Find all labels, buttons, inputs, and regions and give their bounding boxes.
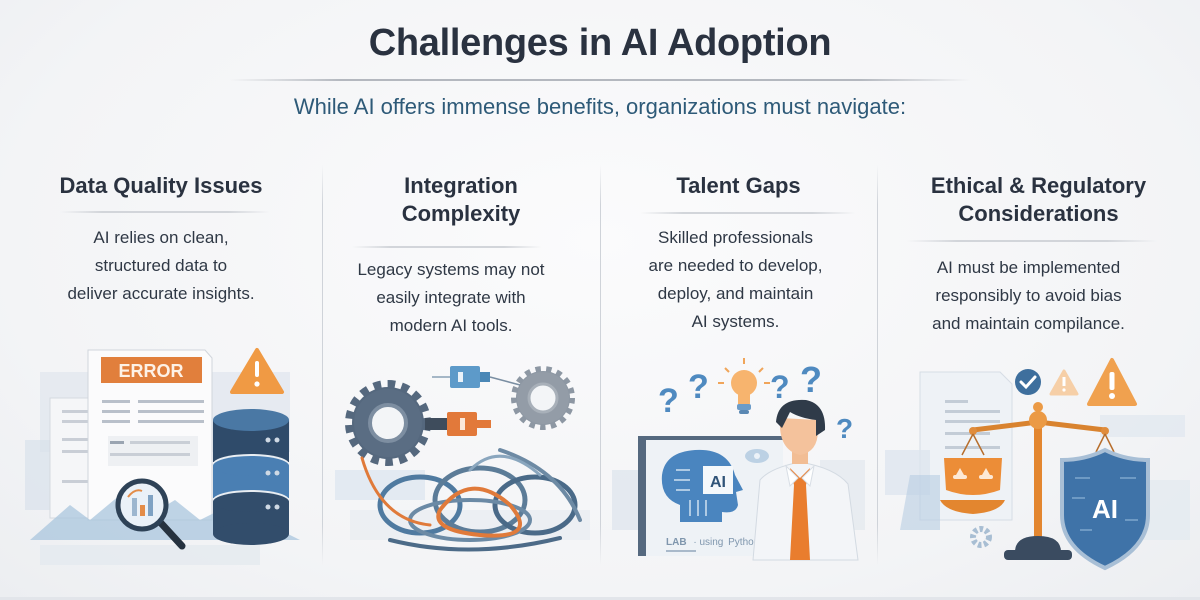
balance-scale-icon (940, 402, 1115, 560)
column-divider (322, 165, 323, 565)
shield-icon: AI (1060, 447, 1150, 571)
tangled-cables-icon (360, 448, 582, 552)
description-line: responsibly to avoid bias (935, 286, 1122, 305)
gear-icon (511, 366, 575, 430)
heading-divider (352, 246, 542, 248)
chat-bubble-icon (745, 449, 769, 463)
challenge-heading: Talent Gaps (600, 172, 877, 200)
heading-line: Talent Gaps (676, 173, 801, 198)
svg-text:AI: AI (1092, 494, 1118, 524)
description-line: deliver accurate insights. (67, 284, 255, 303)
challenge-description: AI must be implemented responsibly to av… (867, 254, 1190, 338)
heading-line: Complexity (401, 201, 521, 226)
column-divider (877, 165, 878, 565)
gear-icon (345, 380, 431, 466)
database-icon (213, 409, 289, 545)
description-line: are needed to develop, (648, 256, 823, 275)
data-quality-illustration: ERROR (25, 348, 300, 565)
talent-gaps-illustration: ? ? ? ? ? LAB · (612, 358, 865, 561)
heading-divider (60, 211, 270, 213)
description-line: Skilled professionals (658, 228, 813, 247)
heading-divider (907, 240, 1157, 242)
svg-text:AI: AI (710, 474, 726, 491)
heading-line: Data Quality Issues (59, 173, 263, 198)
document-icon (87, 349, 213, 521)
description-line: AI must be implemented (936, 258, 1121, 277)
svg-text:?: ? (770, 369, 790, 405)
error-label: ERROR (101, 357, 202, 383)
page-subtitle: While AI offers immense benefits, organi… (293, 94, 907, 119)
svg-text:?: ? (658, 382, 679, 420)
question-mark-icon: ? ? ? ? ? (658, 359, 853, 444)
svg-text:?: ? (800, 359, 822, 400)
svg-text:ERROR: ERROR (118, 361, 183, 381)
heading-divider (640, 212, 855, 214)
challenge-description: Skilled professionals are needed to deve… (597, 224, 874, 336)
heading-line: Considerations (958, 201, 1119, 226)
ethics-illustration: AI (885, 358, 1190, 571)
challenge-description: AI relies on clean, structured data to d… (0, 224, 322, 308)
description-line: easily integrate with (376, 288, 526, 307)
heading-line: Integration (404, 173, 518, 198)
warning-icon (1049, 369, 1079, 396)
challenge-heading: Ethical & Regulatory Considerations (877, 172, 1200, 228)
heading-line: Ethical & Regulatory (930, 173, 1147, 198)
chart-icon (127, 489, 153, 516)
challenge-data-quality: Data Quality Issues AI relies on clean, … (0, 160, 322, 600)
challenge-description: Legacy systems may not easily integrate … (312, 256, 590, 340)
page-title: Challenges in AI Adoption (368, 22, 832, 64)
warning-icon (1087, 358, 1137, 406)
svg-text:?: ? (688, 368, 709, 406)
integration-illustration (335, 366, 590, 552)
plug-connector-icon (432, 366, 521, 388)
warning-icon (230, 348, 284, 394)
challenge-integration-complexity: Integration Complexity Legacy systems ma… (322, 160, 600, 600)
bottom-border (0, 597, 1200, 600)
plug-connector-icon (425, 412, 491, 436)
challenge-heading: Integration Complexity (322, 172, 600, 228)
ai-head-icon: AI (661, 449, 743, 522)
svg-text:?: ? (836, 413, 853, 444)
gear-icon (970, 526, 992, 548)
description-line: Legacy systems may not (357, 260, 545, 279)
description-line: AI relies on clean, (93, 228, 229, 247)
description-line: structured data to (94, 256, 228, 275)
description-line: deploy, and maintain (657, 284, 814, 303)
checkmark-icon (1015, 369, 1041, 395)
challenge-talent-gaps: Talent Gaps Skilled professionals are ne… (600, 160, 877, 600)
svg-text:LAB · using Py: LAB · using Python (666, 537, 759, 548)
description-line: modern AI tools. (389, 316, 513, 335)
person-icon (752, 399, 859, 561)
challenge-heading: Data Quality Issues (0, 172, 322, 200)
challenge-ethical-regulatory: Ethical & Regulatory Considerations AI m… (877, 160, 1200, 600)
lightbulb-icon (718, 358, 770, 414)
description-line: AI systems. (691, 312, 780, 331)
column-divider (600, 165, 601, 565)
magnifier-icon (115, 478, 186, 550)
title-divider (230, 79, 970, 81)
description-line: and maintain compilance. (932, 314, 1125, 333)
